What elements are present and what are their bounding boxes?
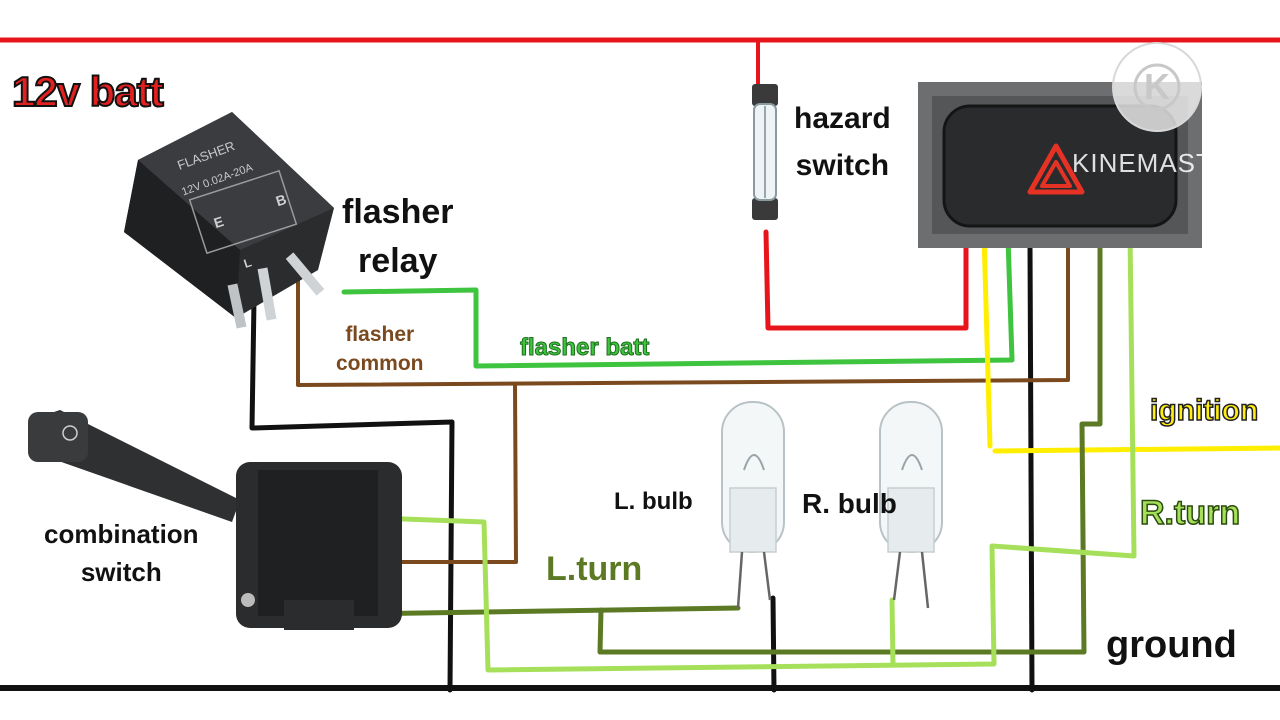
right-bulb-label: R. bulb (802, 488, 897, 519)
flasher-batt-label: flasher batt (519, 334, 650, 362)
ground-label: ground (1106, 624, 1237, 666)
left-bulb-ground-wire (770, 595, 777, 693)
left-turn-wire (352, 605, 741, 617)
flasher-relay-label: flasher relay (342, 193, 454, 281)
ignition-wire (981, 231, 993, 449)
flasher-common-wire (296, 246, 1070, 387)
ignition-label: ignition (1149, 393, 1259, 428)
right-turn-label: R.turn (1139, 493, 1241, 533)
left-turn-label: L.turn (546, 550, 643, 588)
combination-switch-label: combination switch (44, 519, 199, 587)
flasher-common-branch-wire (382, 383, 518, 564)
right-bulb-feed-wire (889, 597, 896, 668)
kinemaster-logo-letter: K (1144, 66, 1170, 107)
left-bulb-icon (721, 401, 785, 609)
flasher-relay-icon (124, 112, 334, 329)
battery-label: 12v batt (11, 67, 165, 116)
hazard-feed-wire-2 (763, 229, 969, 331)
right-turn-wire (375, 229, 1137, 673)
flasher-batt-wire (341, 235, 1015, 369)
hazard-switch-label: hazard switch (794, 102, 891, 182)
ignition-feed-wire (992, 445, 1280, 454)
kinemaster-watermark: KINEMASTER (1072, 148, 1252, 178)
relay-ground-wire (249, 297, 455, 693)
flasher-common-label: flasher common (336, 323, 424, 376)
combination-switch-icon (28, 410, 402, 630)
fuse-icon (752, 84, 778, 220)
left-turn-return-wire (597, 232, 1103, 655)
right-bulb-icon (879, 401, 943, 609)
hazard-switch-icon (918, 82, 1202, 248)
hazard-ground-wire (1027, 242, 1035, 693)
left-bulb-label: L. bulb (614, 488, 693, 515)
kinemaster-logo-icon (1112, 42, 1202, 132)
